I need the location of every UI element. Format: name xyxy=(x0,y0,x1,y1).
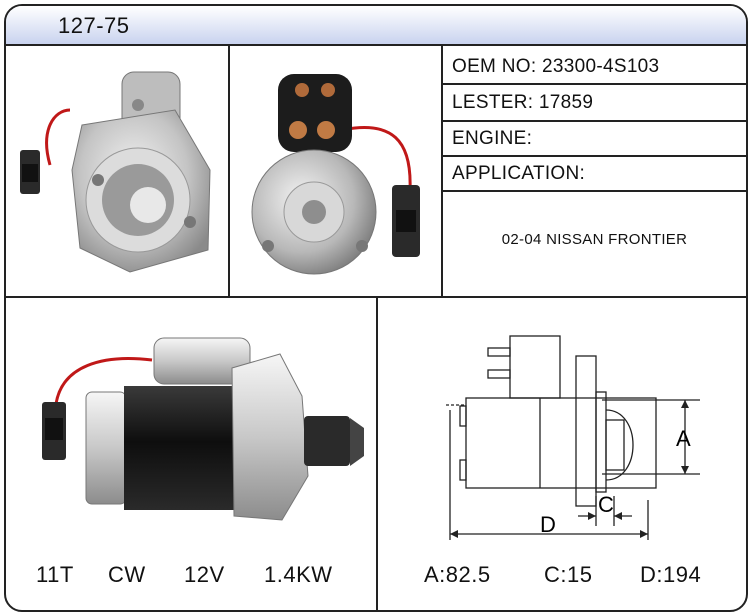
spec-power: 1.4KW xyxy=(264,562,333,587)
starter-front-photo xyxy=(20,71,211,273)
application-label: APPLICATION: xyxy=(452,163,586,184)
divider xyxy=(376,296,378,610)
header-bar: 127-75 xyxy=(6,6,746,46)
oem-number: OEM NO: 23300-4S103 xyxy=(452,56,660,77)
diagram-label-c: C xyxy=(598,492,614,517)
starter-side-photo xyxy=(42,337,364,521)
divider xyxy=(441,83,746,85)
starter-rear-photo xyxy=(251,74,420,275)
divider xyxy=(441,155,746,157)
diagram-label-d: D xyxy=(540,512,556,537)
lester-number: LESTER: 17859 xyxy=(452,92,594,113)
dimension-c: C:15 xyxy=(544,562,593,587)
part-number-title: 127-75 xyxy=(58,13,130,38)
engine-label: ENGINE: xyxy=(452,128,533,149)
divider xyxy=(441,120,746,122)
spec-teeth: 11T xyxy=(36,562,74,587)
dimension-d: D:194 xyxy=(640,562,702,587)
divider xyxy=(441,44,443,298)
diagram-label-a: A xyxy=(676,426,691,451)
divider xyxy=(228,44,230,298)
divider xyxy=(441,190,746,192)
spec-rotation: CW xyxy=(108,562,146,587)
dimension-a: A:82.5 xyxy=(424,562,491,587)
spec-voltage: 12V xyxy=(184,562,225,587)
product-sheet: 127-75 OEM NO: 23300-4S103 LESTER: 17859… xyxy=(4,4,748,612)
dimension-diagram: A C D xyxy=(446,335,700,540)
application-value: 02-04 NISSAN FRONTIER xyxy=(501,231,688,248)
